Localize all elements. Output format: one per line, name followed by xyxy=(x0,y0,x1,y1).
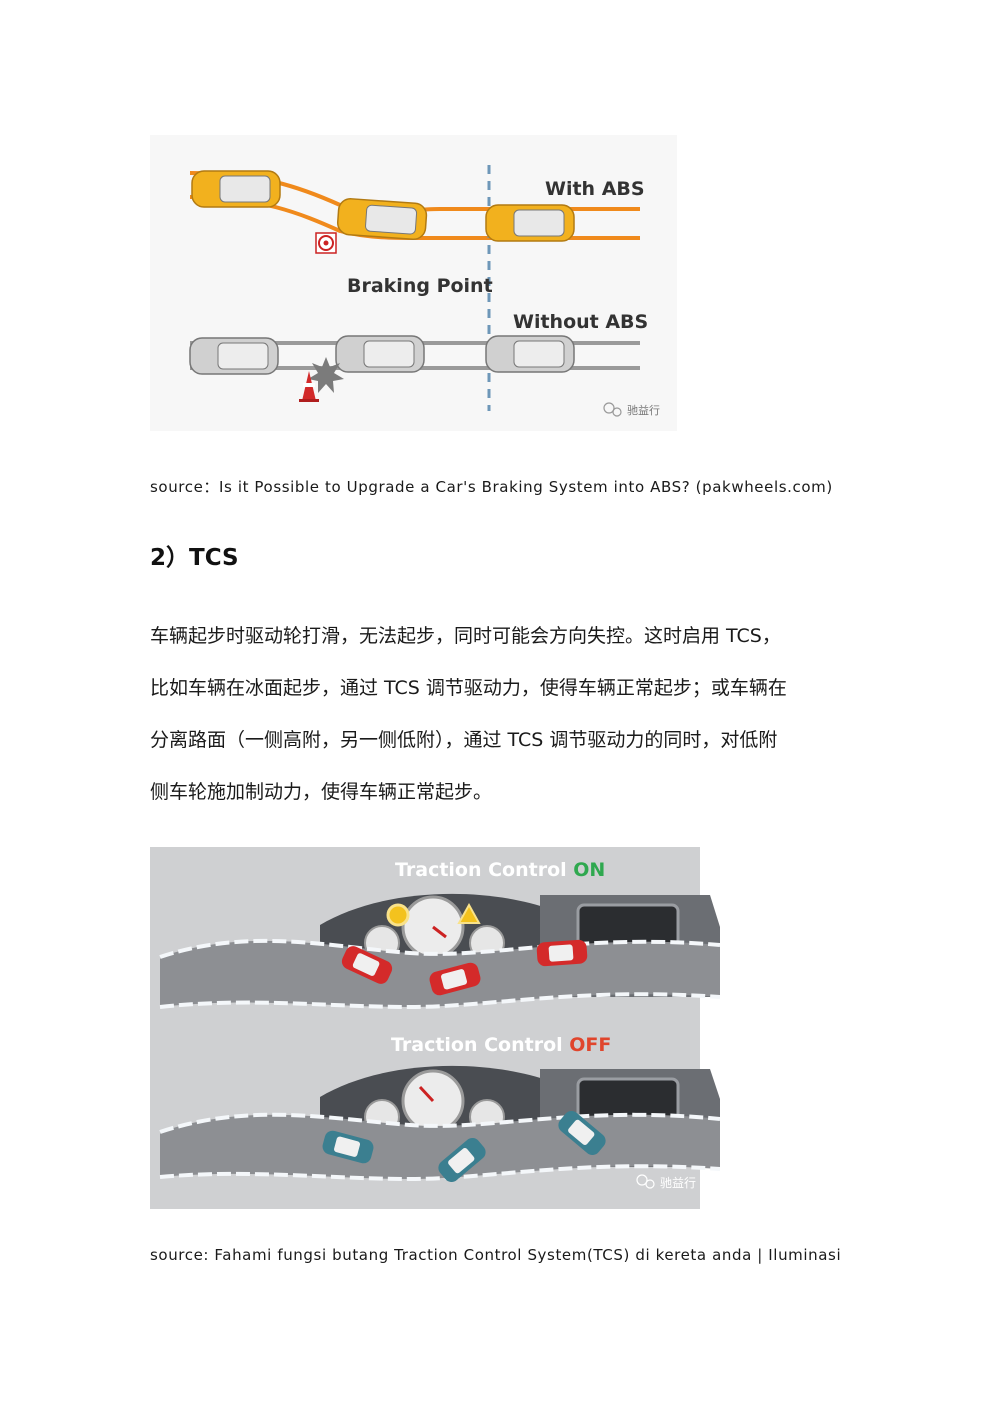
abs-comparison-figure: With ABS Braking Point Without ABS 驰益行 xyxy=(150,135,677,431)
abs-figure-caption: source：Is it Possible to Upgrade a Car's… xyxy=(150,478,833,496)
car-with-abs-3 xyxy=(485,204,575,242)
traction-control-figure: Traction Control ON Traction Control OFF… xyxy=(150,847,720,1209)
teal-car xyxy=(322,1130,374,1164)
tcs-paragraph-line: 车辆起步时驱动轮打滑，无法起步，同时可能会方向失控。这时启用 TCS， xyxy=(150,625,781,647)
traction-off-title: Traction Control OFF xyxy=(391,1034,611,1056)
with-abs-label: With ABS xyxy=(545,178,645,200)
tcs-figure-caption: source: Fahami fungsi butang Traction Co… xyxy=(150,1246,842,1264)
car-with-abs-2 xyxy=(336,198,428,240)
wechat-watermark-icon xyxy=(636,1174,655,1189)
traction-off-state: OFF xyxy=(569,1034,611,1056)
section-heading-tcs: 2）TCS xyxy=(150,545,239,571)
traction-off-title-prefix: Traction Control xyxy=(391,1034,569,1056)
car-without-abs-2 xyxy=(335,335,425,373)
tcs-paragraph-line: 比如车辆在冰面起步，通过 TCS 调节驱动力，使得车辆正常起步；或车辆在 xyxy=(150,677,787,699)
tcs-paragraph-line: 分离路面（一侧高附，另一侧低附），通过 TCS 调节驱动力的同时，对低附 xyxy=(150,729,778,751)
collision-burst-icon xyxy=(308,357,344,393)
teal-car xyxy=(558,1111,606,1155)
traction-off-scene xyxy=(159,1065,720,1182)
abs-watermark: 驰益行 xyxy=(627,403,660,417)
car-without-abs-3 xyxy=(485,335,575,373)
red-car xyxy=(341,946,393,984)
traction-warning-light-icon xyxy=(386,903,410,927)
red-car xyxy=(536,939,588,967)
target-obstacle-icon xyxy=(315,232,337,254)
traffic-cone-icon xyxy=(299,371,319,402)
wechat-watermark-icon xyxy=(603,402,622,417)
traction-on-title: Traction Control ON xyxy=(395,859,605,881)
car-without-abs-1 xyxy=(189,337,279,375)
traction-on-title-prefix: Traction Control xyxy=(395,859,573,881)
hazard-warning-light-icon xyxy=(457,902,481,924)
traction-on-scene xyxy=(159,893,720,1010)
tcs-paragraph-line: 侧车轮施加制动力，使得车辆正常起步。 xyxy=(150,781,493,803)
teal-car xyxy=(438,1138,486,1182)
traction-on-state: ON xyxy=(573,859,605,881)
tcs-paragraph: 车辆起步时驱动轮打滑，无法起步，同时可能会方向失控。这时启用 TCS， 比如车辆… xyxy=(150,610,850,818)
braking-point-label: Braking Point xyxy=(347,275,493,297)
tcs-watermark: 驰益行 xyxy=(660,1176,696,1190)
red-car xyxy=(429,962,481,996)
without-abs-label: Without ABS xyxy=(513,311,648,333)
car-with-abs-1 xyxy=(191,170,281,208)
